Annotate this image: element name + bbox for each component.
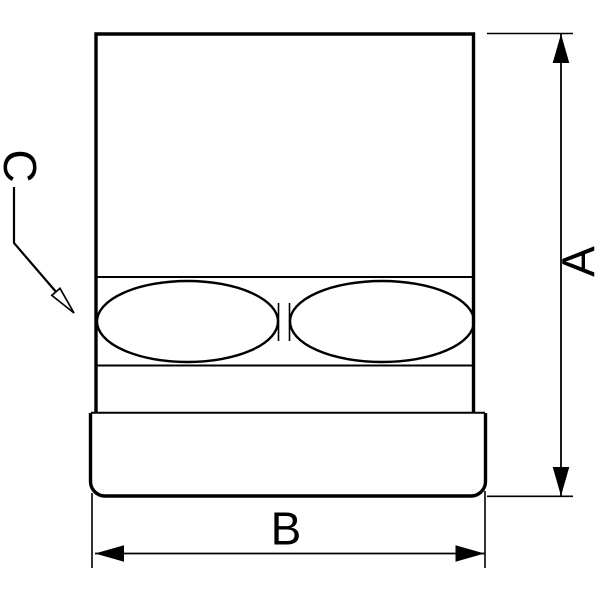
part-body-outline <box>94 32 476 412</box>
arrowhead-b-left-icon <box>95 545 124 562</box>
arrowhead-b-right-icon <box>455 545 485 562</box>
dimension-label-b: B <box>271 503 302 555</box>
leader-line-c <box>12 187 58 294</box>
arrowhead-c-open-icon <box>50 286 75 314</box>
dimension-label-c: C <box>0 149 46 182</box>
hex-facet-left-ellipse <box>95 279 280 364</box>
flange-outline <box>88 413 488 498</box>
dimension-label-a: A <box>553 246 600 277</box>
arrowhead-a-up-icon <box>552 34 570 63</box>
hex-facet-right-ellipse <box>288 279 476 364</box>
arrowhead-a-down-icon <box>552 467 570 496</box>
